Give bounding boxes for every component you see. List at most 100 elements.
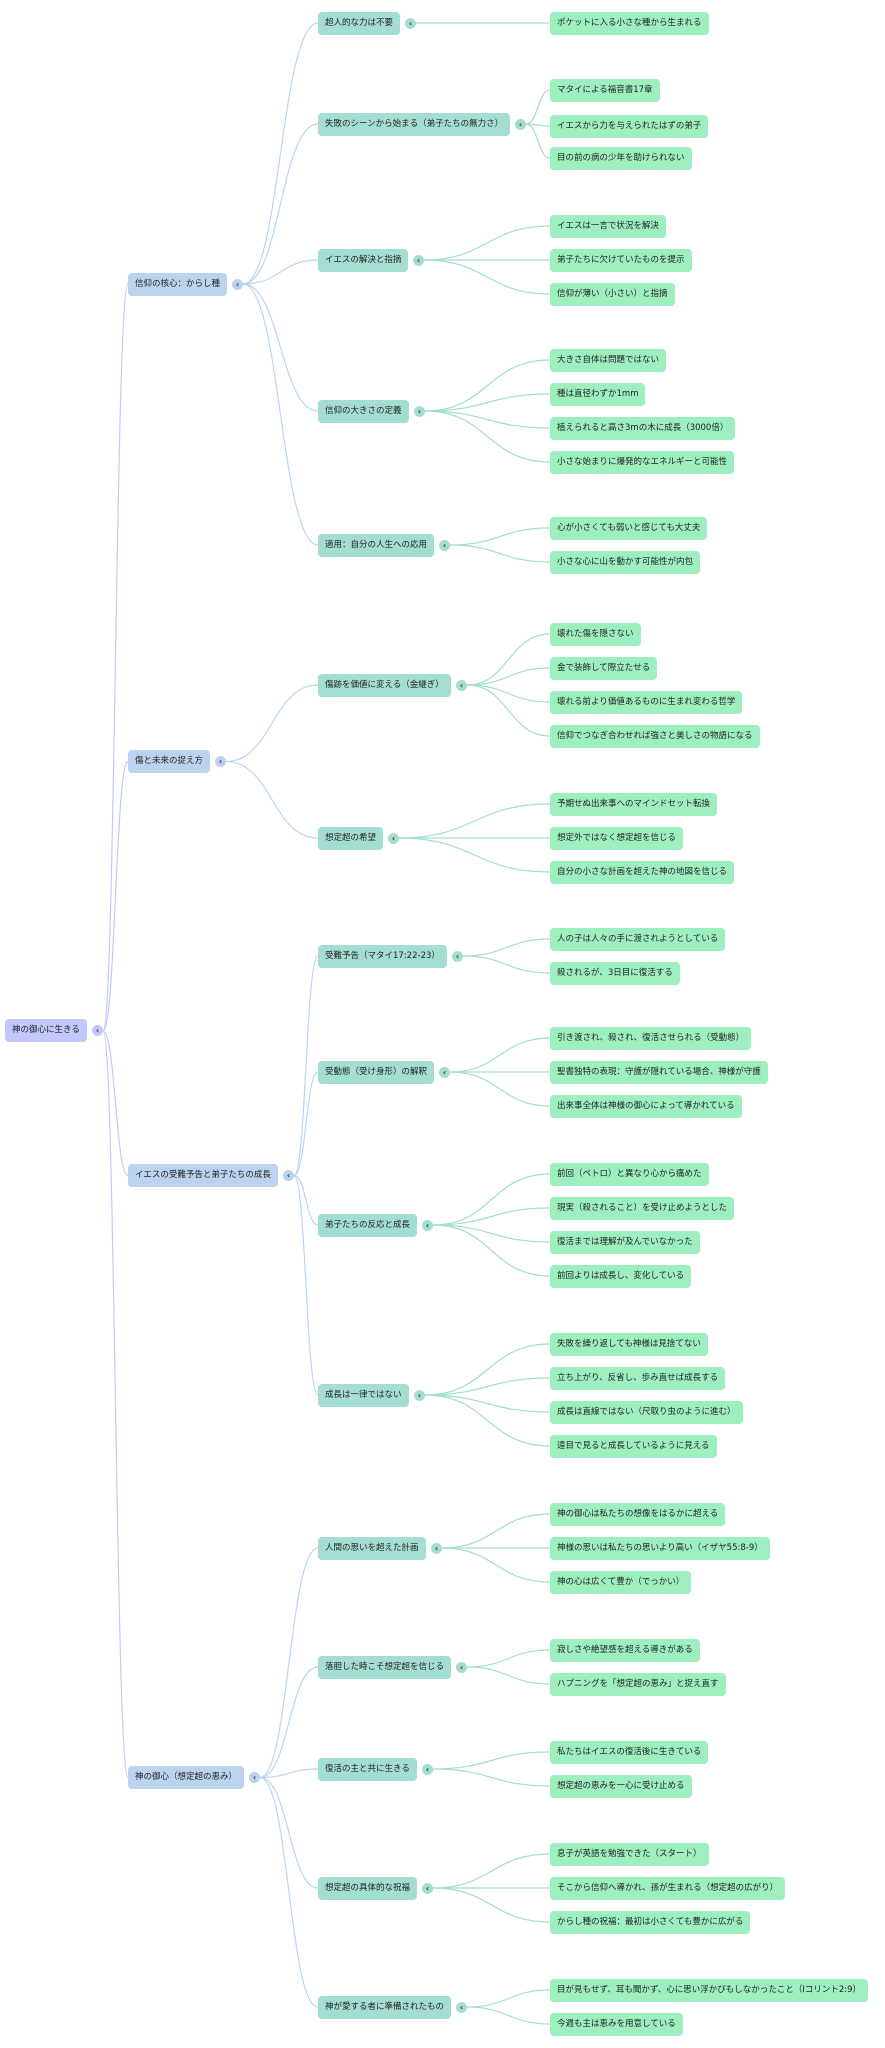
leaf-node[interactable]: 想定外ではなく想定超を信じる bbox=[550, 826, 684, 850]
leaf-node[interactable]: 神様の思いは私たちの思いより高い（イザヤ55:8-9） bbox=[550, 1536, 770, 1560]
leaf-node[interactable]: 立ち上がり、反省し、歩み直せば成長する bbox=[550, 1366, 726, 1390]
connector-line bbox=[525, 89, 551, 125]
collapse-toggle-icon[interactable]: ‹ bbox=[456, 679, 467, 691]
leaf-node[interactable]: 成長は直線ではない（尺取り虫のように進む） bbox=[550, 1400, 743, 1424]
collapse-toggle-icon[interactable]: ‹ bbox=[413, 254, 424, 266]
leaf-node[interactable]: 予期せぬ出来事へのマインドセット転換 bbox=[550, 792, 718, 816]
collapse-toggle-icon[interactable]: ‹ bbox=[232, 278, 243, 290]
collapse-toggle-icon[interactable]: ‹ bbox=[515, 118, 526, 130]
subtopic-node[interactable]: 傷跡を価値に変える（金継ぎ） bbox=[318, 673, 451, 697]
leaf-node[interactable]: 失敗を繰り返しても神様は見捨てない bbox=[550, 1332, 708, 1356]
collapse-toggle-icon[interactable]: ‹ bbox=[388, 832, 399, 844]
leaf-node[interactable]: 前回よりは成長し、変化している bbox=[550, 1264, 692, 1288]
collapse-toggle-icon[interactable]: ‹ bbox=[422, 1219, 433, 1231]
leaf-node[interactable]: 心が小さくても弱いと感じても大丈夫 bbox=[550, 516, 708, 540]
leaf-node[interactable]: 弟子たちに欠けていたものを提示 bbox=[550, 248, 692, 272]
leaf-node[interactable]: 今週も主は恵みを用意している bbox=[550, 2012, 683, 2036]
leaf-node[interactable]: 引き渡され、殺され、復活させられる（受動態） bbox=[550, 1026, 752, 1050]
subtopic-node[interactable]: 受動態（受け身形）の解釈 bbox=[318, 1060, 435, 1084]
leaf-node[interactable]: 復活までは理解が及んでいなかった bbox=[550, 1230, 700, 1254]
leaf-node[interactable]: 私たちはイエスの復活後に生きている bbox=[550, 1740, 709, 1764]
subtopic-node[interactable]: 適用：自分の人生への応用 bbox=[318, 533, 435, 557]
leaf-node[interactable]: 植えられると高さ3mの木に成長（3000倍） bbox=[550, 416, 736, 440]
leaf-node[interactable]: 壊れた傷を隠さない bbox=[550, 622, 641, 646]
collapse-toggle-icon[interactable]: ‹ bbox=[283, 1170, 294, 1181]
collapse-toggle-icon[interactable]: ‹ bbox=[414, 405, 425, 417]
connector-line bbox=[225, 760, 319, 839]
connector-line bbox=[102, 283, 129, 1032]
subtopic-node[interactable]: 受難予告（マタイ17:22-23） bbox=[318, 944, 447, 968]
leaf-node[interactable]: 信仰が薄い（小さい）と指摘 bbox=[550, 282, 675, 306]
collapse-toggle-icon[interactable]: ‹ bbox=[215, 756, 226, 767]
collapse-toggle-icon[interactable]: ‹ bbox=[431, 1542, 442, 1554]
leaf-node[interactable]: 種は直径わずか1mm bbox=[550, 382, 646, 406]
collapse-toggle-icon[interactable]: ‹ bbox=[439, 1066, 450, 1078]
leaf-node[interactable]: 神の心は広くて豊か（でっかい） bbox=[550, 1570, 692, 1594]
leaf-node[interactable]: 想定超の恵みを一心に受け止める bbox=[550, 1774, 692, 1798]
subtopic-node[interactable]: イエスの解決と指摘 bbox=[318, 248, 409, 272]
subtopic-node[interactable]: 落胆した時こそ想定超を信じる bbox=[318, 1655, 452, 1679]
subtopic-node[interactable]: 神が愛する者に準備されたもの bbox=[318, 1995, 452, 2019]
leaf-node[interactable]: からし種の祝福：最初は小さくても豊かに広がる bbox=[550, 1910, 751, 1934]
topic-node[interactable]: 信仰の核心：からし種 bbox=[128, 272, 228, 296]
subtopic-node[interactable]: 想定超の希望 bbox=[318, 826, 384, 850]
leaf-node[interactable]: 聖書独特の表現：守護が隠れている場合、神様が守護 bbox=[550, 1060, 768, 1084]
leaf-node[interactable]: 殺されるが、3日目に復活する bbox=[550, 961, 680, 985]
connector-line bbox=[432, 1887, 551, 1923]
leaf-node[interactable]: 小さな始まりに爆発的なエネルギーと可能性 bbox=[550, 450, 735, 474]
leaf-node[interactable]: 壊れる前より価値あるものに生まれ変わる哲学 bbox=[550, 690, 743, 714]
subtopic-node[interactable]: 人間の思いを超えた計画 bbox=[318, 1536, 426, 1560]
leaf-node[interactable]: 出来事全体は神様の御心によって導かれている bbox=[550, 1094, 742, 1118]
leaf-node[interactable]: 息子が英語を勉強できた（スタート） bbox=[550, 1842, 709, 1866]
subtopic-node[interactable]: 失敗のシーンから始まる（弟子たちの無力さ） bbox=[318, 112, 511, 136]
leaf-node[interactable]: 大きさ自体は問題ではない bbox=[550, 348, 667, 372]
collapse-toggle-icon[interactable]: ‹ bbox=[439, 539, 450, 551]
leaf-node[interactable]: ポケットに入る小さな種から生まれる bbox=[550, 11, 709, 35]
root-node[interactable]: 神の御心に生きる bbox=[5, 1019, 87, 1043]
leaf-node[interactable]: 目の前の病の少年を助けられない bbox=[550, 146, 692, 170]
connector-line bbox=[449, 527, 551, 546]
subtopic-node[interactable]: 復活の主と共に生きる bbox=[318, 1757, 417, 1781]
connector-line bbox=[424, 1394, 551, 1413]
leaf-node[interactable]: そこから信仰へ導かれ、孫が生まれる（想定超の広がり） bbox=[550, 1876, 786, 1900]
collapse-toggle-icon[interactable]: ‹ bbox=[405, 17, 416, 29]
collapse-toggle-icon[interactable]: ‹ bbox=[92, 1025, 103, 1037]
leaf-node[interactable]: 神の御心は私たちの想像をはるかに超える bbox=[550, 1502, 726, 1526]
connector-line bbox=[466, 684, 551, 737]
leaf-node[interactable]: 金で装飾して際立たせる bbox=[550, 656, 658, 680]
subtopic-node[interactable]: 成長は一律ではない bbox=[318, 1383, 409, 1407]
collapse-toggle-icon[interactable]: ‹ bbox=[456, 2001, 467, 2013]
connector-line bbox=[398, 837, 551, 873]
leaf-node[interactable]: 自分の小さな計画を超えた神の地図を信じる bbox=[550, 860, 735, 884]
topic-node[interactable]: 神の御心（想定超の恵み） bbox=[128, 1766, 245, 1789]
subtopic-node[interactable]: 超人的な力は不要 bbox=[318, 11, 401, 35]
connector-line bbox=[466, 2006, 551, 2025]
leaf-node[interactable]: 小さな心に山を動かす可能性が内包 bbox=[550, 550, 701, 574]
connector-line bbox=[259, 1768, 319, 1779]
leaf-node[interactable]: 遠目で見ると成長しているように見える bbox=[550, 1434, 717, 1458]
collapse-toggle-icon[interactable]: ‹ bbox=[456, 1661, 467, 1673]
leaf-node[interactable]: マタイによる福音書17章 bbox=[550, 78, 660, 102]
collapse-toggle-icon[interactable]: ‹ bbox=[452, 950, 463, 962]
collapse-toggle-icon[interactable]: ‹ bbox=[414, 1389, 425, 1401]
leaf-node[interactable]: 現実（殺されること）を受け止めようとした bbox=[550, 1196, 735, 1220]
collapse-toggle-icon[interactable]: ‹ bbox=[422, 1882, 433, 1894]
leaf-node[interactable]: 人の子は人々の手に渡されようとしている bbox=[550, 927, 726, 951]
leaf-node[interactable]: 前回（ペトロ）と異なり心から痛めた bbox=[550, 1162, 709, 1186]
collapse-toggle-icon[interactable]: ‹ bbox=[422, 1763, 433, 1775]
topic-node[interactable]: イエスの受難予告と弟子たちの成長 bbox=[128, 1164, 278, 1187]
connector-line bbox=[466, 667, 551, 686]
subtopic-node[interactable]: 弟子たちの反応と成長 bbox=[318, 1213, 418, 1237]
leaf-node[interactable]: イエスから力を与えられたはずの弟子 bbox=[550, 114, 709, 138]
leaf-node[interactable]: イエスは一言で状況を解決 bbox=[550, 214, 666, 238]
connector-line bbox=[259, 1776, 319, 1889]
leaf-node[interactable]: 目が見もせず、耳も聞かず、心に思い浮かびもしなかったこと（Iコリント2:9） bbox=[550, 1978, 869, 2002]
collapse-toggle-icon[interactable]: ‹ bbox=[249, 1772, 260, 1783]
leaf-node[interactable]: ハプニングを「想定超の恵み」と捉え直す bbox=[550, 1672, 726, 1696]
topic-node[interactable]: 傷と未来の捉え方 bbox=[128, 750, 211, 773]
leaf-node[interactable]: 寂しさや絶望感を超える導きがある bbox=[550, 1638, 700, 1662]
subtopic-node[interactable]: 信仰の大きさの定義 bbox=[318, 399, 409, 423]
subtopic-node[interactable]: 想定超の具体的な祝福 bbox=[318, 1876, 418, 1900]
leaf-node[interactable]: 信仰でつなぎ合わせれば強さと美しさの物語になる bbox=[550, 724, 760, 748]
